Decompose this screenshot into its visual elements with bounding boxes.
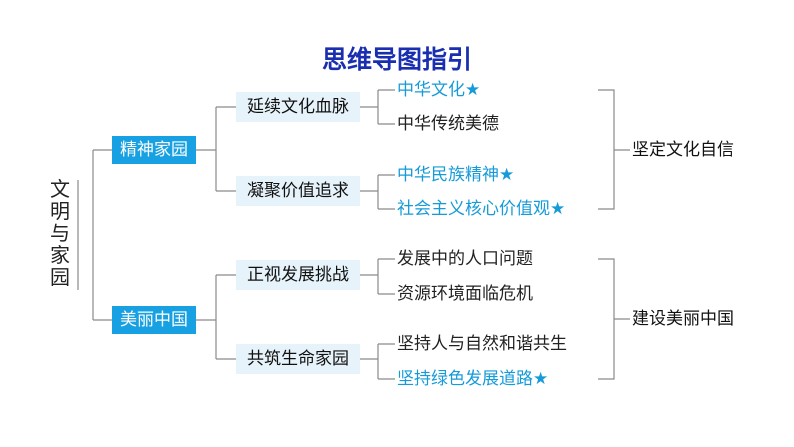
conclusion-1: 坚定文化自信 xyxy=(632,140,734,160)
leaf-item: 坚持人与自然和谐共生 xyxy=(397,334,567,354)
topic-node: 延续文化血脉 xyxy=(236,92,360,122)
connector-topic-3 xyxy=(360,258,395,295)
leaf-item: 中华传统美德 xyxy=(397,114,499,134)
connector-branch-2 xyxy=(196,274,236,360)
leaf-item: 中华文化★ xyxy=(397,80,481,100)
topic-node: 共筑生命家园 xyxy=(236,344,360,374)
branch-node-2: 美丽中国 xyxy=(112,306,196,334)
leaf-item: 资源环境面临危机 xyxy=(397,284,533,304)
bracket-1 xyxy=(598,89,630,210)
connector-topic-1 xyxy=(360,89,395,125)
root-node: 文明与家园 xyxy=(50,177,70,289)
leaf-item: 社会主义核心价值观★ xyxy=(397,199,566,219)
topic-node: 正视发展挑战 xyxy=(236,260,360,290)
leaf-item: 发展中的人口问题 xyxy=(397,249,533,269)
connector-branch-1 xyxy=(196,106,236,192)
connector-topic-4 xyxy=(360,343,395,380)
leaf-item: 坚持绿色发展道路★ xyxy=(397,369,549,389)
page-title: 思维导图指引 xyxy=(321,45,472,74)
leaf-item: 中华民族精神★ xyxy=(397,165,515,185)
topic-node: 凝聚价值追求 xyxy=(236,176,360,206)
bracket-2 xyxy=(598,258,630,380)
connector-topic-2 xyxy=(360,174,395,210)
root-branch-connector xyxy=(92,149,112,321)
branch-node-1: 精神家园 xyxy=(112,136,196,164)
conclusion-2: 建设美丽中国 xyxy=(632,309,734,329)
